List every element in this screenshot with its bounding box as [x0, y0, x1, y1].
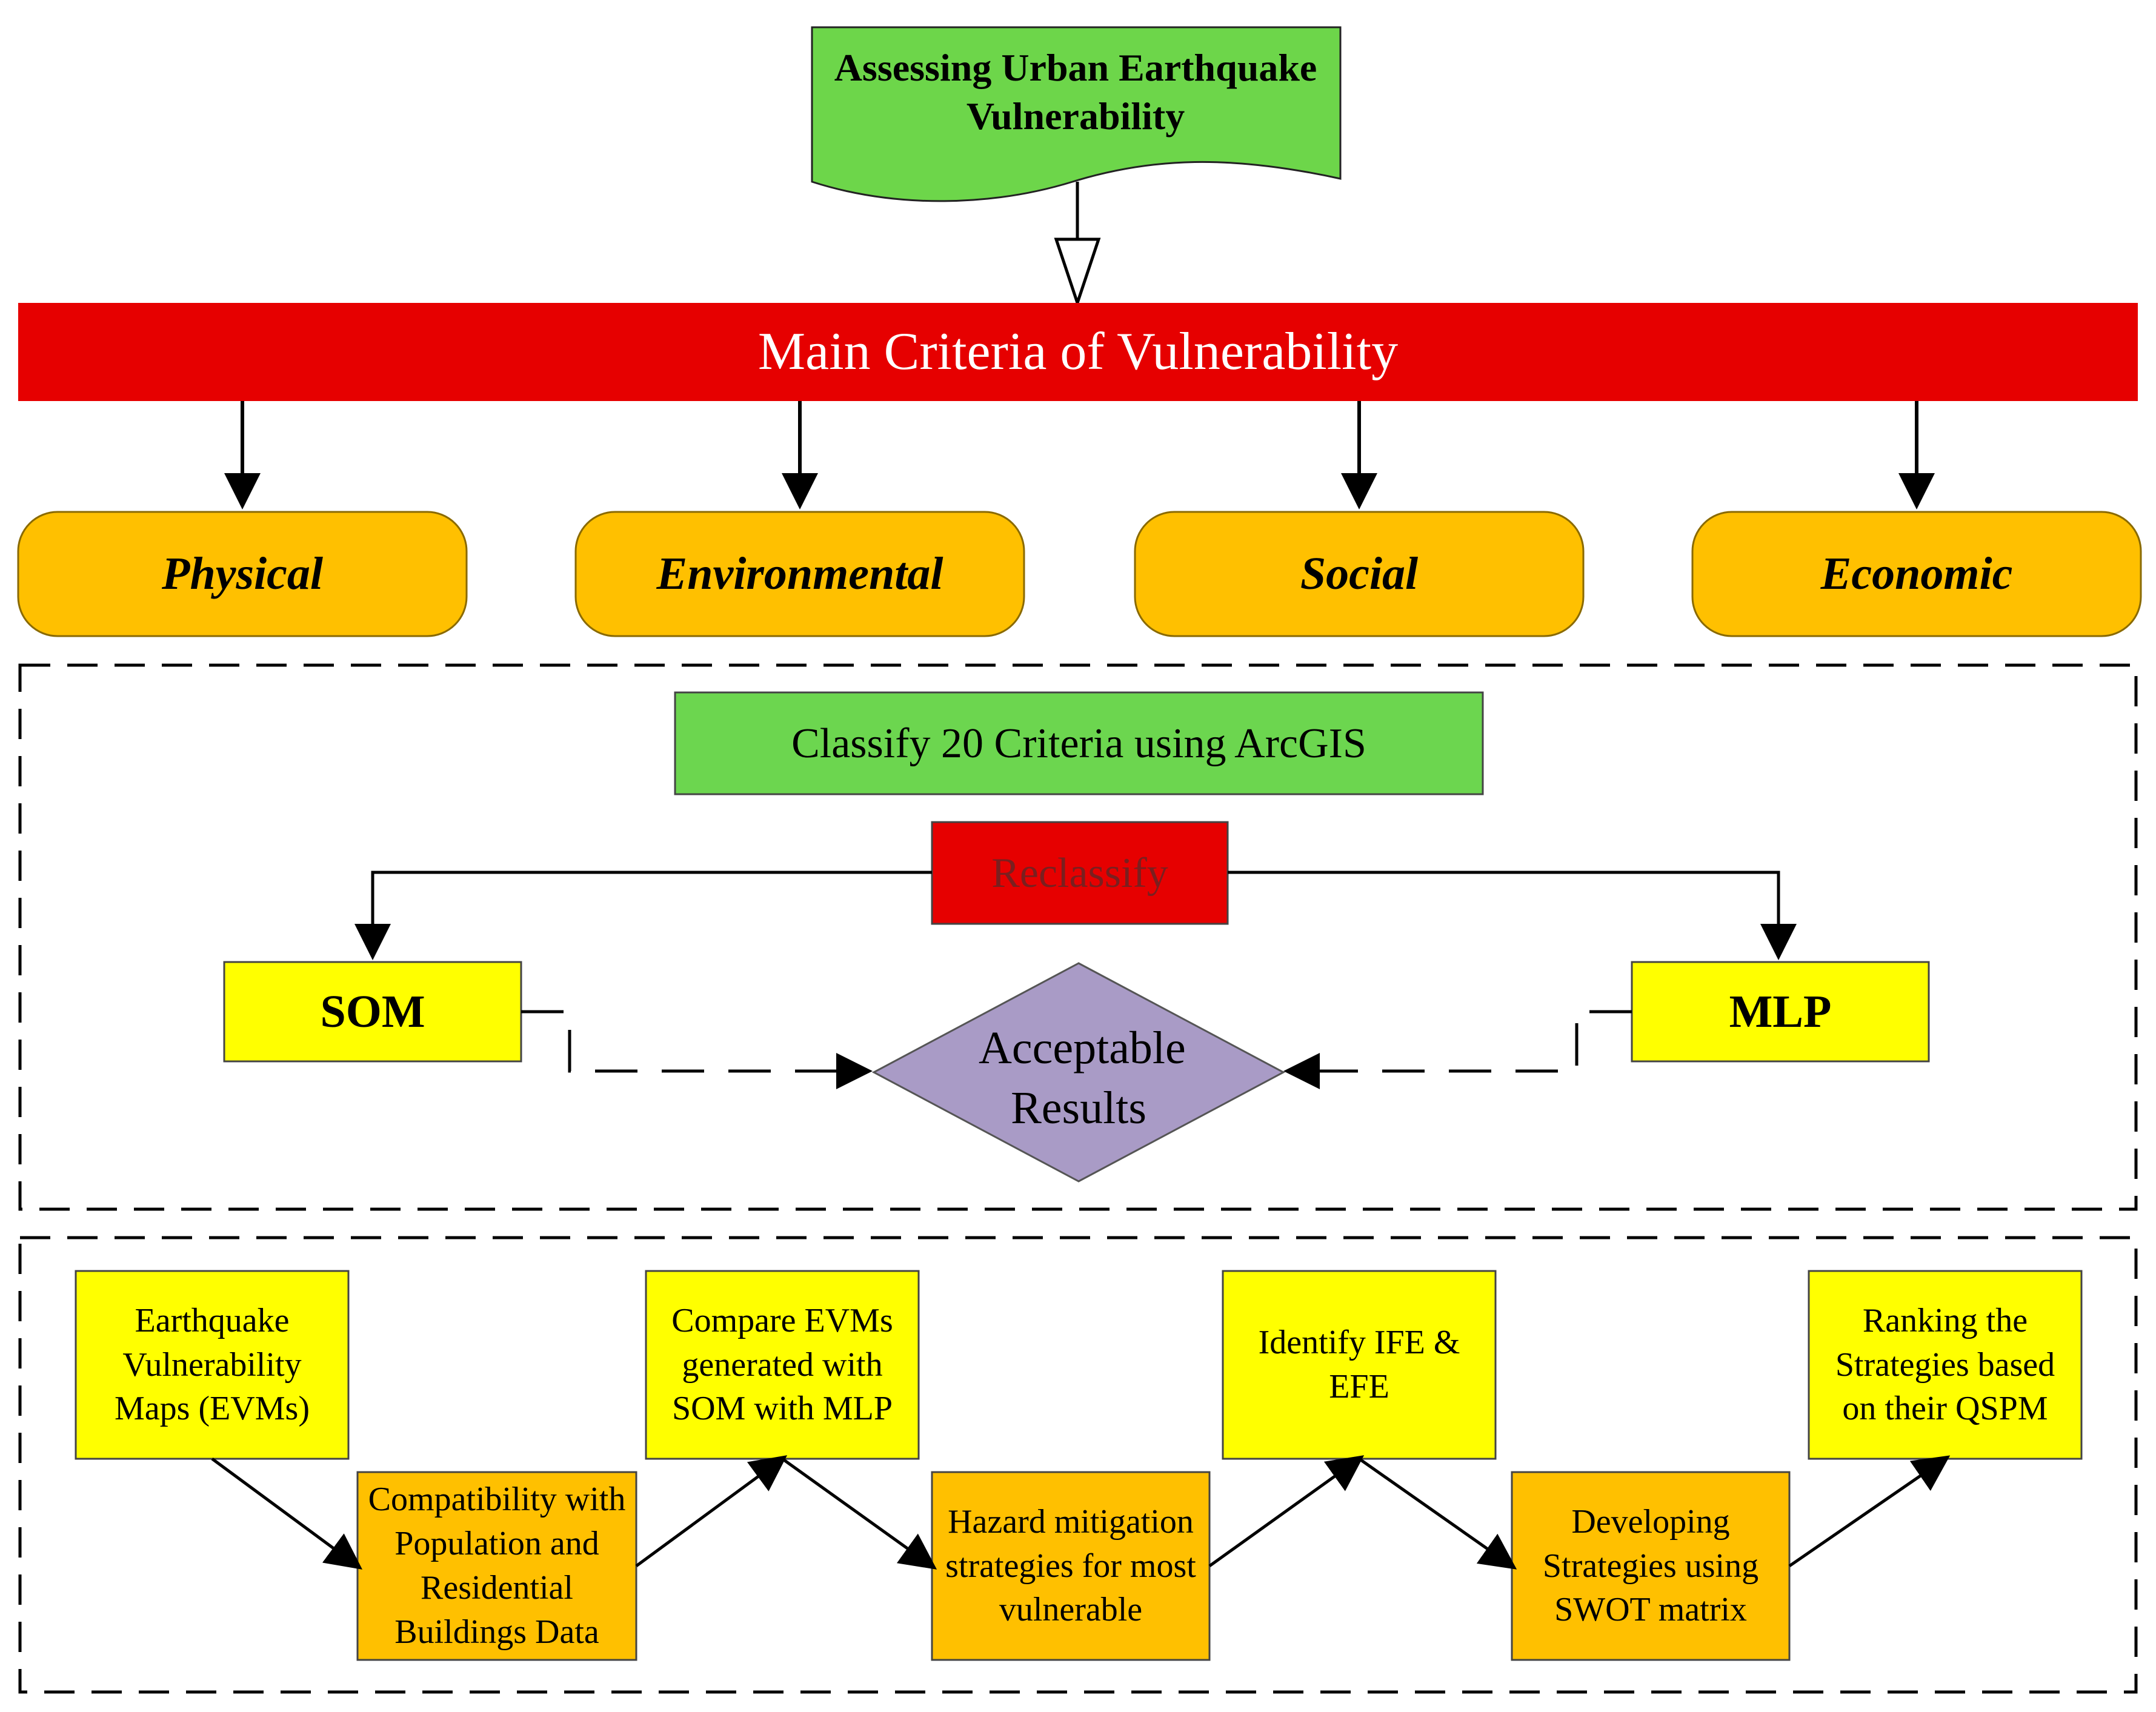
category-box-economic: [1691, 511, 2142, 637]
acceptable-results-diamond: [871, 962, 1286, 1183]
arrow-reclassify-to-som: [354, 871, 932, 960]
step-box-evms: [75, 1270, 350, 1460]
category-environmental: Environmental: [656, 548, 943, 600]
main-criteria-label: Main Criteria of Vulnerability: [757, 322, 1399, 381]
step-box-compatibility: [356, 1471, 637, 1661]
diagram-title: Assessing Urban Earthquake Vulnerability: [834, 46, 1317, 138]
step-compare: Compare EVMs generated with SOM with MLP: [671, 1301, 893, 1428]
category-box-physical: [17, 511, 468, 637]
step-qspm: Ranking the Strategies based on their QS…: [1835, 1301, 2055, 1428]
category-physical: Physical: [162, 548, 323, 600]
step-compatibility: Compatibility with Population and Reside…: [368, 1481, 626, 1651]
arrow-reclassify-to-mlp: [1228, 871, 1797, 960]
step-evms: Earthquake Vulnerability Maps (EVMs): [115, 1301, 310, 1428]
connector-som-to-results: [521, 1010, 873, 1089]
mlp-label: MLP: [1729, 986, 1832, 1037]
som-label: SOM: [320, 986, 425, 1037]
step-hazard: Hazard mitigation strategies for most vu…: [945, 1502, 1196, 1629]
arrow-step-6-to-7: [1788, 1455, 1951, 1568]
step-box-compare: [645, 1270, 920, 1460]
acceptable-results-text: Acceptable Results: [979, 1023, 1186, 1133]
hollow-arrowhead: [1054, 237, 1101, 308]
arrow-step-5-to-6: [1358, 1457, 1517, 1570]
reclassify-box: [931, 821, 1229, 925]
category-box-environmental: [574, 511, 1025, 637]
arrow-step-2-to-3: [635, 1455, 788, 1568]
classification-group-border: [18, 663, 2138, 1211]
title-document-shape: [811, 26, 1342, 202]
arrow-step-3-to-4: [781, 1457, 937, 1570]
strategy-group-border: [18, 1236, 2138, 1694]
arrow-step-4-to-5: [1208, 1455, 1365, 1568]
acceptable-results-label: Acceptable Results: [879, 969, 1279, 1187]
classify-label: Classify 20 Criteria using ArcGIS: [791, 720, 1366, 767]
mlp-box: [1631, 961, 1930, 1063]
category-box-social: [1134, 511, 1585, 637]
step-ife-efe: Identify IFE & EFE: [1258, 1324, 1460, 1405]
classify-box: [674, 691, 1484, 795]
step-box-hazard: [931, 1471, 1211, 1661]
category-social: Social: [1300, 548, 1419, 600]
category-economic: Economic: [1820, 548, 2013, 600]
arrow-step-1-to-2: [211, 1457, 363, 1570]
step-swot: Developing Strategies using SWOT matrix: [1542, 1502, 1759, 1629]
connector-mlp-to-results: [1283, 1010, 1632, 1089]
step-box-ife-efe: [1222, 1270, 1497, 1460]
som-box: [223, 961, 522, 1063]
main-criteria-bar: [18, 303, 2138, 401]
reclassify-label: Reclassify: [991, 849, 1168, 897]
step-box-qspm: [1808, 1270, 2083, 1460]
